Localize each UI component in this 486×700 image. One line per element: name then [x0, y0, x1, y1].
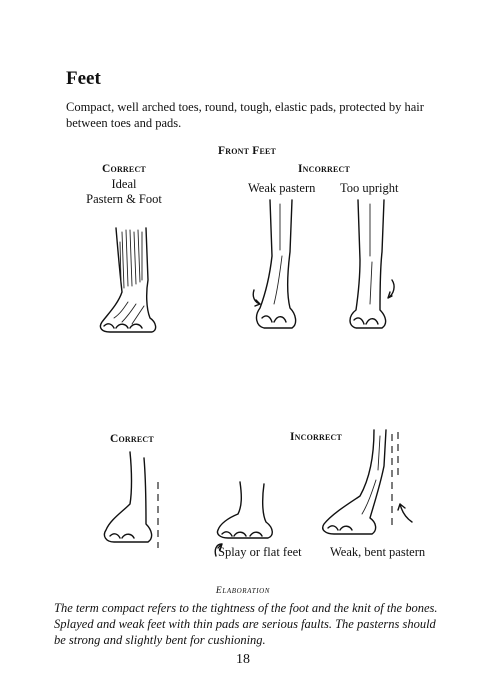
- correct-foot-side-illustration: [103, 451, 159, 548]
- page-number: 18: [236, 652, 250, 667]
- correct-line-ideal: Ideal: [111, 177, 137, 191]
- correct-front-foot-illustration: [99, 227, 157, 333]
- correct-heading: Correct: [102, 163, 146, 175]
- arrow-icon: [387, 279, 395, 299]
- section-title: Feet: [66, 68, 101, 89]
- correct-line-pastern-foot: Pastern & Foot: [86, 192, 162, 206]
- splay-flat-feet-illustration: [214, 481, 273, 557]
- incorrect-heading: Incorrect: [298, 163, 351, 175]
- weak-bent-pastern-illustration: [322, 429, 413, 535]
- too-upright-illustration: [349, 199, 395, 329]
- arrow-icon: [397, 503, 413, 523]
- weak-pastern-label: Weak pastern: [248, 181, 316, 195]
- arrow-icon: [252, 289, 261, 307]
- front-feet-title: Front Feet: [218, 145, 277, 157]
- splay-flat-feet-label: Splay or flat feet: [218, 545, 302, 559]
- too-upright-label: Too upright: [340, 181, 399, 195]
- elaboration-text: The term compact refers to the tightness…: [54, 601, 438, 647]
- elaboration-title: Elaboration: [215, 586, 271, 596]
- weak-bent-pastern-label: Weak, bent pastern: [330, 545, 426, 559]
- weak-pastern-illustration: [252, 199, 297, 329]
- intro-text: Compact, well arched toes, round, tough,…: [66, 100, 424, 130]
- feet-incorrect-heading: Incorrect: [290, 431, 343, 443]
- arrow-icon: [214, 543, 223, 557]
- feet-correct-heading: Correct: [110, 433, 154, 445]
